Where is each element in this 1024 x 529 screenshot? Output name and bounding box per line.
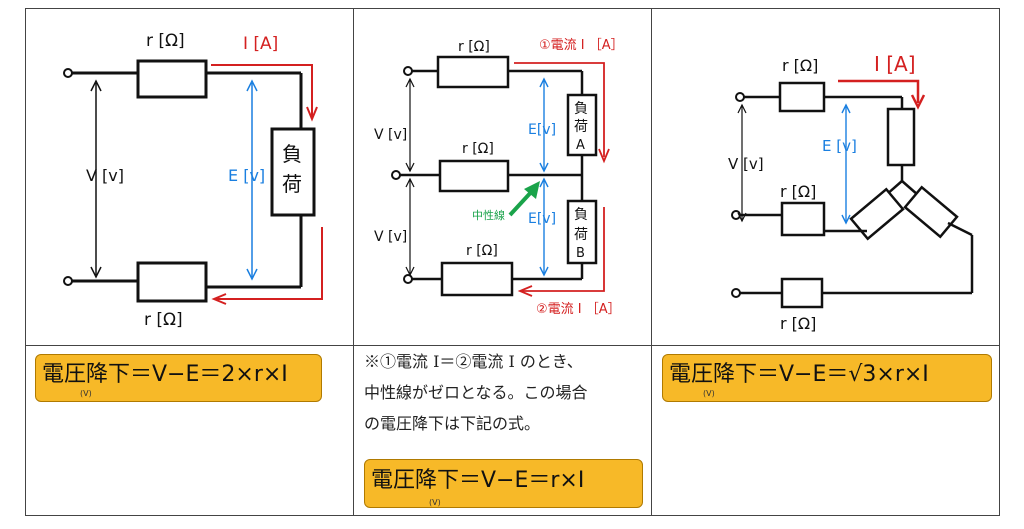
neutral-note: ※①電流 I＝②電流 I のとき、 中性線がゼロとなる。この場合 の電圧降下は下… [364,346,649,439]
load-b-label-2: 荷 [574,227,588,243]
row-divider [26,345,999,346]
formula-text: 電圧降下＝V−E＝2×r×I [42,362,288,387]
current-1-label: ①電流 I ［A］ [539,38,624,53]
load-3 [903,185,959,239]
resistance-label-middle: r [Ω] [462,141,494,157]
voltage-v-label: V [v] [728,155,764,173]
voltage-v-label: V [v] [86,166,124,185]
current-label: I [A] [243,34,278,54]
formula-unit: (V) [80,389,92,398]
resistor-top [136,59,208,99]
resistance-label-middle: r [Ω] [780,182,816,201]
formula-unit: (V) [703,389,715,398]
resistance-label-bottom: r [Ω] [780,314,816,333]
resistor-middle [780,201,826,237]
formula-single-phase-two-wire: 電圧降下＝V−E＝2×r×I (V) [35,354,322,402]
voltage-v2-label: V [v] [374,229,407,245]
terminal-bottom [63,276,73,286]
load-b [566,199,598,265]
single-phase-two-wire-diagram: r [Ω] I [A] V [v] E [v] 負 荷 r [Ω] [26,9,353,345]
formula-three-phase-three-wire: 電圧降下＝V−E＝√3×r×I (V) [662,354,992,402]
resistor-bottom [440,261,514,297]
load-2 [849,187,905,241]
current-label: I [A] [874,52,916,76]
resistor-middle [438,159,510,193]
voltage-e-label: E [v] [228,166,265,185]
voltage-e1-label: E[v] [528,122,556,138]
neutral-label: 中性線 [472,208,505,222]
load-a-label-1: 負 [574,101,588,117]
load-1 [886,107,916,167]
resistance-label-bottom: r [Ω] [466,243,498,259]
load [270,127,316,217]
load-a-label-2: 荷 [574,119,588,135]
column-divider-1 [353,9,354,515]
resistance-label-bottom: r [Ω] [144,310,183,330]
voltage-e2-label: E[v] [528,211,556,227]
formula-single-phase-three-wire: 電圧降下＝V−E＝r×I (V) [364,459,643,508]
load-b-label-1: 負 [574,207,588,223]
resistance-label-top: r [Ω] [782,56,818,75]
comparison-table: r [Ω] I [A] V [v] E [v] 負 荷 r [Ω] [25,8,1000,516]
three-phase-three-wire-diagram: r [Ω] I [A] V [v] E [v] r [Ω] r [Ω] [652,9,1000,345]
load-b-label-3: B [576,246,585,261]
single-phase-three-wire-diagram: r [Ω] ①電流 I ［A］ V [v] E[v] 負 荷 A r [Ω] 中… [354,9,651,345]
voltage-e-label: E [v] [822,137,857,155]
resistor-top [778,81,826,113]
resistor-bottom [136,261,208,303]
note-line-2: 中性線がゼロとなる。この場合 [364,383,588,402]
resistance-label-top: r [Ω] [458,39,490,55]
load-label-1: 負 [282,142,302,166]
note-line-1: ※①電流 I＝②電流 I のとき、 [364,352,583,371]
resistor-top [436,55,510,89]
voltage-v1-label: V [v] [374,127,407,143]
current-2-label: ②電流 I ［A］ [536,302,621,317]
formula-text: 電圧降下＝V−E＝r×I [371,468,585,493]
column-divider-2 [651,9,652,515]
terminal-top [63,68,73,78]
load-a-label-3: A [576,138,585,153]
formula-unit: (V) [429,498,441,507]
load-label-2: 荷 [282,172,302,196]
note-line-3: の電圧降下は下記の式。 [364,414,541,433]
resistor-bottom [780,277,824,309]
resistance-label-top: r [Ω] [146,31,185,51]
formula-text: 電圧降下＝V−E＝√3×r×I [669,362,929,387]
